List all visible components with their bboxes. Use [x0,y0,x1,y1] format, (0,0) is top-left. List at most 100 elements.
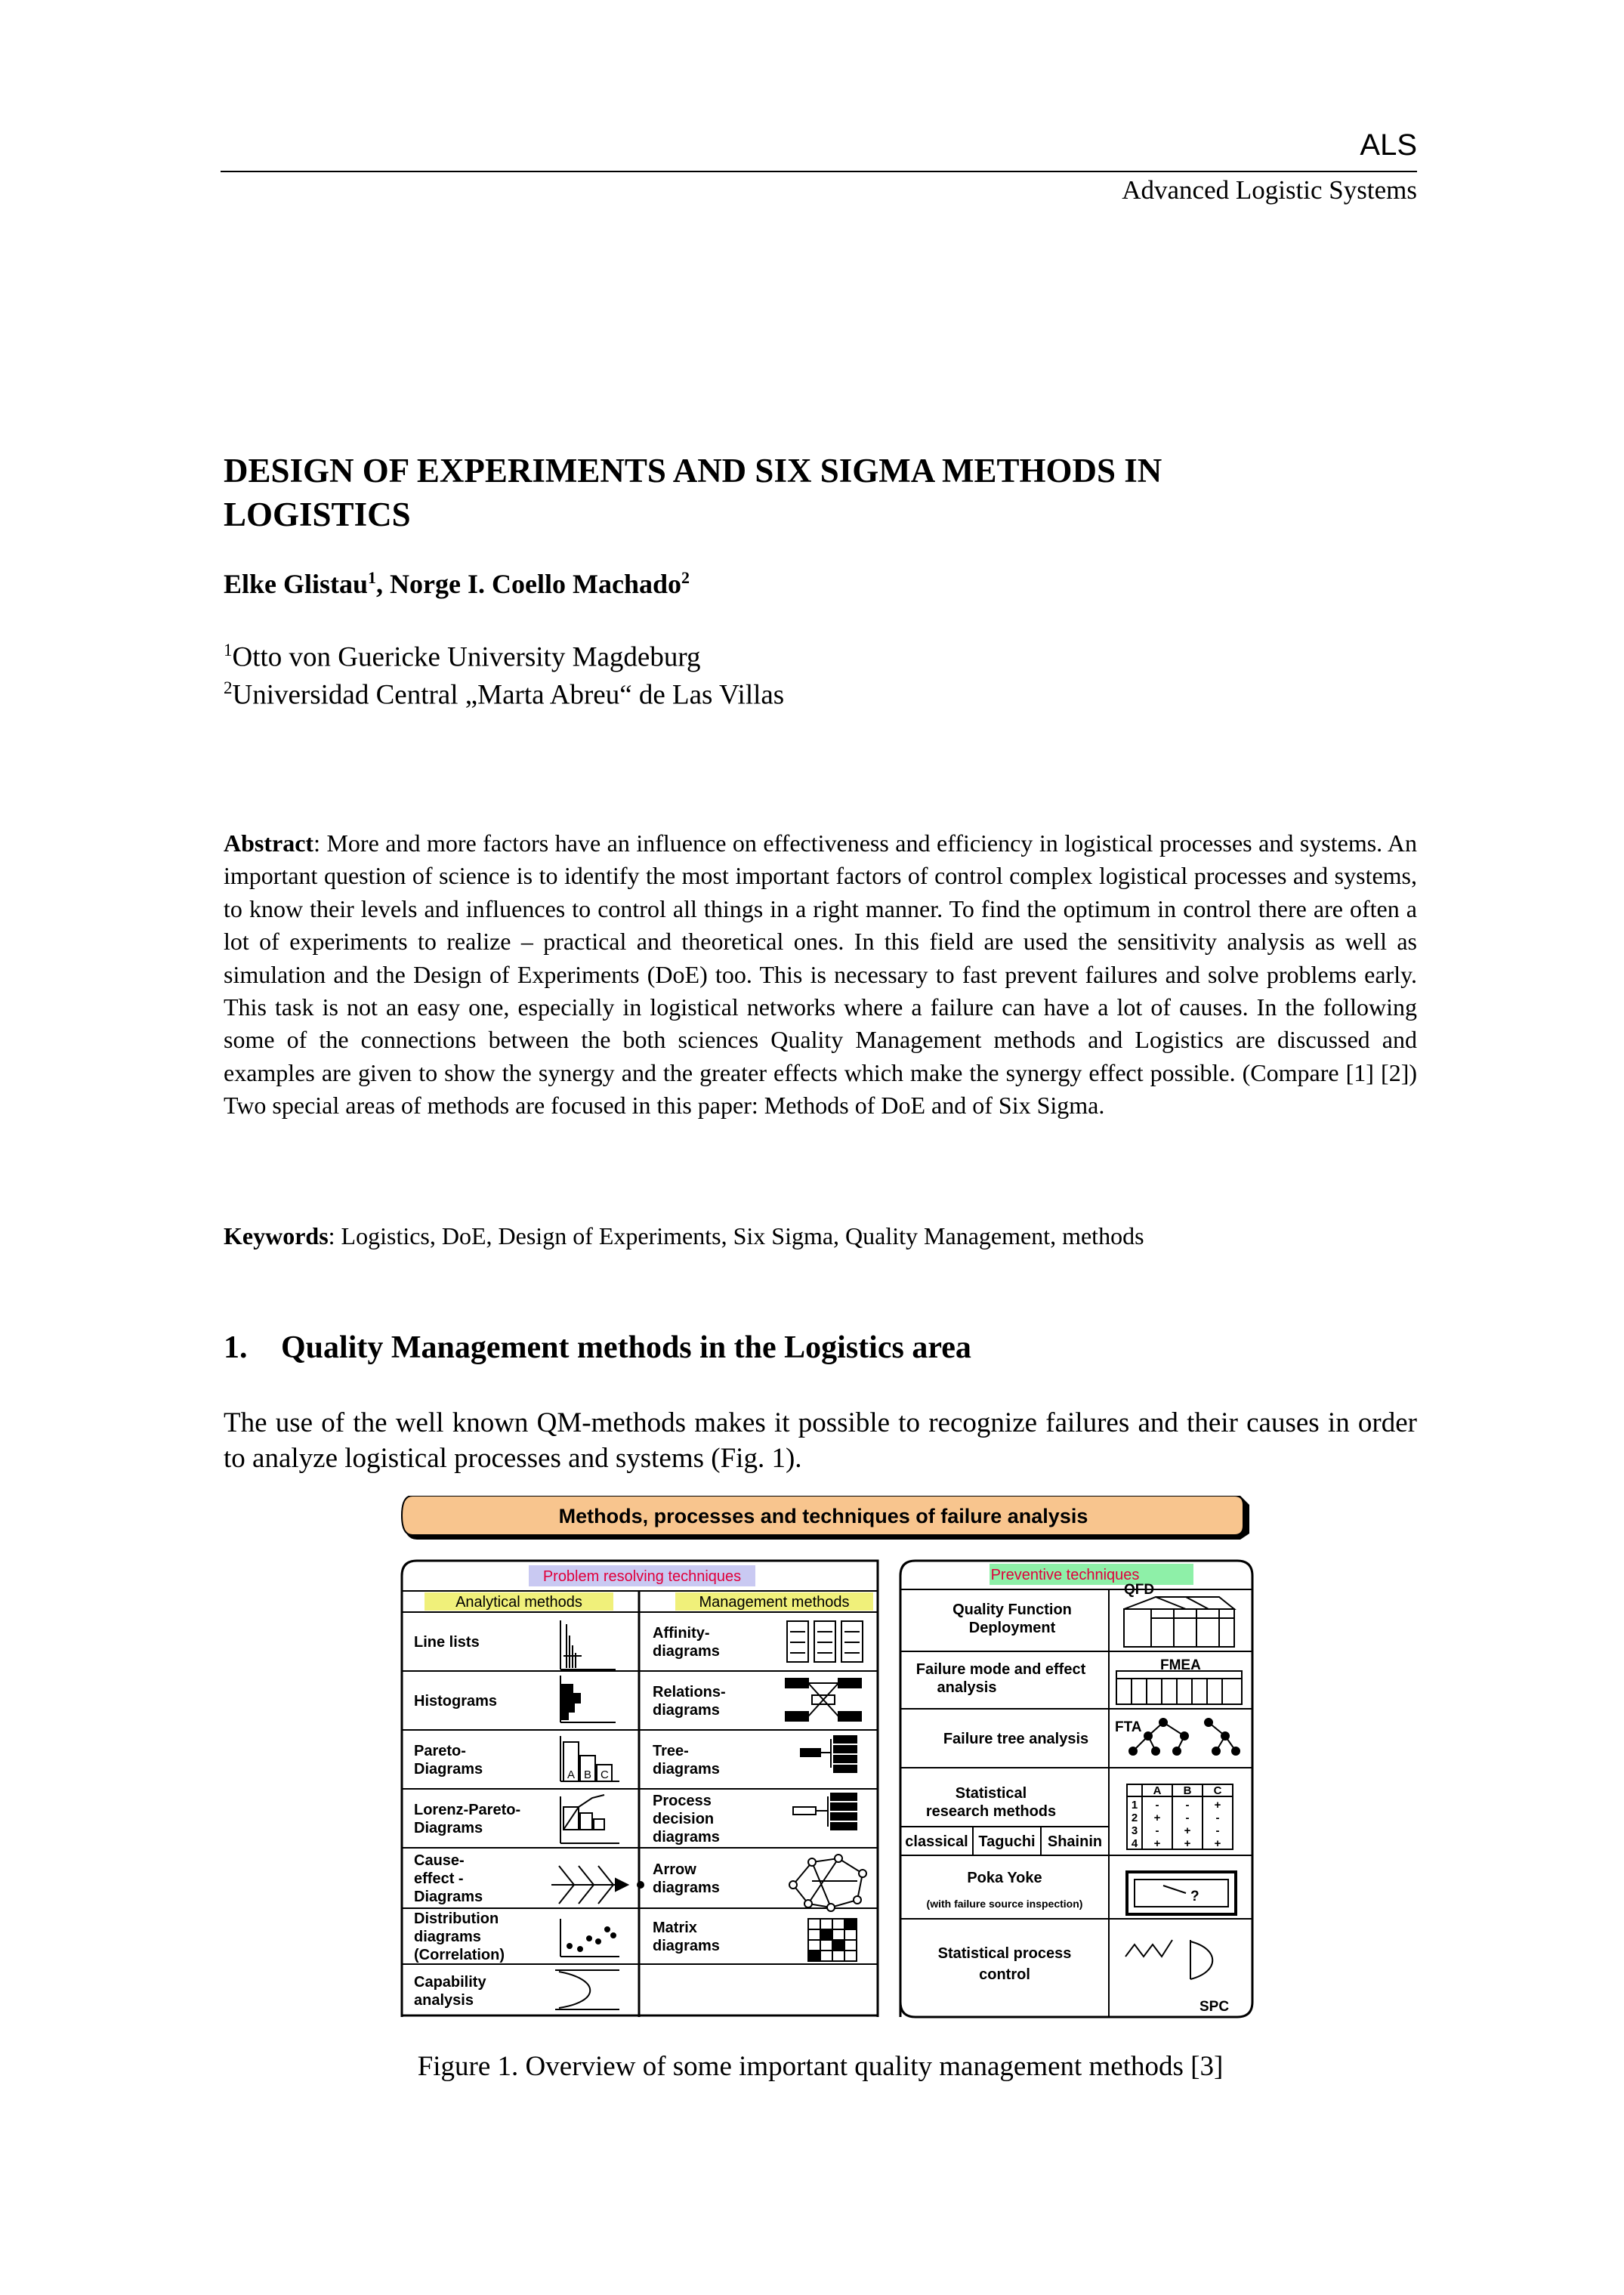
doe-cell: 3 [1132,1824,1138,1837]
left-panel-title: Problem resolving techniques [543,1568,741,1585]
analytical-method-label: analysis [414,1992,474,2009]
fta-tag: FTA [1115,1719,1142,1735]
management-method-label: Process [653,1793,712,1809]
analytical-method-label: Histograms [414,1693,497,1710]
qfd-label-1: Quality Function [952,1602,1072,1618]
histogram-icon [560,1676,616,1723]
right-panel-title: Preventive techniques [991,1567,1140,1583]
affiliation-2: 2Universidad Central „Marta Abreu“ de La… [224,678,1417,711]
doe-cell: - [1186,1799,1190,1812]
analytical-method-label: Line lists [414,1634,480,1651]
management-method-label: Tree- [653,1743,689,1759]
preventive-tags: QFD FMEA FTA ? SPC [1115,1582,1229,2015]
analytical-method-label: Diagrams [414,1761,483,1778]
right-panel-tag [990,1564,1193,1585]
figure-qm-methods: Methods, processes and techniques of fai… [400,1496,1254,2019]
affinity-icon [786,1620,863,1663]
fmea-tag: FMEA [1160,1657,1201,1673]
affiliation-2-text: Universidad Central „Marta Abreu“ de Las… [232,679,785,711]
analytical-method-label: Diagrams [414,1889,483,1905]
abstract-text: : More and more factors have an influenc… [224,829,1417,1120]
doe-header-cell: B [1184,1784,1192,1797]
spc-tag: SPC [1199,1999,1229,2015]
spc-chart-icon [1125,1939,1214,1980]
affiliation-2-sup: 2 [224,678,233,697]
doe-cell: - [1216,1812,1220,1824]
doe-cell: + [1184,1837,1191,1850]
management-method-label: diagrams [653,1643,720,1660]
author-sep: , [376,569,391,599]
banner-bg [400,1496,1244,1536]
spc-label-1: Statistical process [938,1945,1072,1962]
paper-title: DESIGN OF EXPERIMENTS AND SIX SIGMA METH… [224,449,1417,536]
affiliation-1-sup: 1 [224,641,233,659]
figure-caption: Figure 1. Overview of some important qua… [417,2051,1224,2082]
preventive-icons [1116,1596,1243,1980]
abstract: Abstract: More and more factors have an … [224,827,1417,1123]
analytical-method-label: Distribution [414,1910,499,1927]
doe-cell: - [1216,1824,1220,1837]
stat-label-2: research methods [926,1803,1056,1820]
poka-yoke-icon [1125,1870,1237,1916]
author-1: Elke Glistau [224,569,369,599]
management-method-label: diagrams [653,1938,720,1954]
intro-paragraph: The use of the well known QM-methods mak… [224,1407,1417,1474]
doe-cell: 4 [1132,1837,1138,1850]
analytical-method-label: (Correlation) [414,1947,505,1963]
doe-header-cell: A [1153,1784,1162,1797]
col-tag-management [675,1592,873,1611]
doe-cell: + [1154,1837,1161,1850]
analytical-method-label: Diagrams [414,1820,483,1836]
affiliation-1: 1Otto von Guericke University Magdeburg [224,641,1417,673]
doe-cell: - [1156,1824,1159,1837]
doe-cell: 2 [1132,1812,1138,1824]
keywords-text: : Logistics, DoE, Design of Experiments,… [328,1222,1144,1249]
journal-name: Advanced Logistic Systems [1122,175,1417,205]
management-method-label: diagrams [653,1702,720,1719]
preventive-labels: Quality Function Deployment Failure mode… [905,1602,1102,1983]
tree-icon [800,1735,857,1773]
title-line-1: DESIGN OF EXPERIMENTS AND SIX SIGMA METH… [224,452,1162,490]
doe-cell: + [1154,1812,1161,1824]
management-method-label: diagrams [653,1829,720,1846]
analytical-method-label: Lorenz-Pareto- [414,1802,520,1818]
pareto-letter-c: C [601,1768,609,1781]
abstract-label: Abstract [224,829,314,857]
affiliation-1-text: Otto von Guericke University Magdeburg [232,641,701,673]
stat-classical: classical [905,1833,968,1850]
doe-cell: - [1156,1799,1159,1812]
poka-q: ? [1190,1889,1199,1904]
doe-cell: 1 [1132,1799,1138,1812]
poka-sub: (with failure source inspection) [927,1898,1083,1910]
right-panel-frame [899,1559,1254,2019]
doe-cell: + [1215,1837,1221,1850]
col-analytical: Analytical methods [455,1594,582,1611]
process-decision-icon [792,1793,857,1830]
management-icons [785,1620,867,1962]
management-method-label: Relations- [653,1684,726,1700]
pareto-icon [560,1736,619,1782]
distribution-icon [560,1919,619,1957]
keywords-label: Keywords [224,1222,329,1249]
management-method-label: Matrix [653,1920,697,1936]
left-panel-frame [400,1559,879,2017]
doe-cell: + [1215,1799,1221,1812]
author-list: Elke Glistau1, Norge I. Coello Machado2 [224,568,1417,600]
col-tag-analytical [425,1592,613,1611]
left-panel-tag [529,1565,755,1586]
analytical-method-label: Capability [414,1974,486,1991]
doe-cell: + [1184,1824,1191,1837]
section-heading: 1.Quality Management methods in the Logi… [224,1330,1417,1366]
qfd-label-2: Deployment [969,1620,1056,1636]
author-2: Norge I. Coello Machado [390,569,681,599]
analytical-method-label: effect - [414,1870,464,1887]
doe-cell: - [1186,1812,1190,1824]
analytical-method-label: diagrams [414,1929,481,1945]
management-method-label: diagrams [653,1761,720,1778]
doe-header-cell: C [1214,1784,1222,1797]
stat-taguchi: Taguchi [978,1833,1035,1850]
spc-label-2: control [979,1966,1030,1983]
line-list-icon [560,1620,616,1670]
fault-tree-icon [1128,1718,1240,1756]
